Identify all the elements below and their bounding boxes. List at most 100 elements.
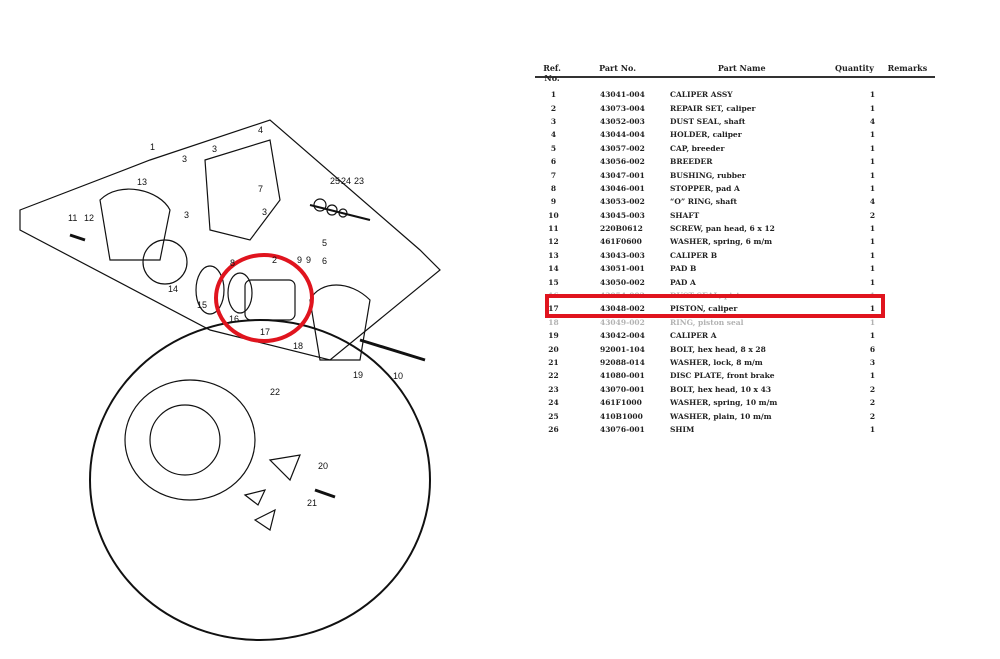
quantity: 4 xyxy=(869,197,876,207)
part-name: CALIPER B xyxy=(670,250,718,260)
callout: 13 xyxy=(137,177,147,187)
part-name: DISC PLATE, front brake xyxy=(670,371,775,381)
quantity: 2 xyxy=(869,411,876,421)
part-name: SCREW, pan head, 6 x 12 xyxy=(670,224,775,234)
ref-no: 8 xyxy=(550,183,557,193)
ref-no: 18 xyxy=(548,317,559,327)
quantity: 4 xyxy=(869,116,876,126)
ref-no: 13 xyxy=(548,250,559,260)
part-name: DUST SEAL, shaft xyxy=(670,116,746,126)
quantity: 1 xyxy=(869,130,876,140)
callout: 4 xyxy=(258,125,263,135)
caliper-b xyxy=(99,188,171,261)
ref-no: 4 xyxy=(550,130,557,140)
header-part-name: Part Name xyxy=(717,63,766,73)
ref-no: 21 xyxy=(548,358,559,367)
shaft xyxy=(359,338,426,362)
ref-no: 14 xyxy=(548,264,559,274)
table-row: 22 41080-001 DISC PLATE, front brake 1 xyxy=(535,369,935,382)
part-no: 461F0600 xyxy=(600,237,642,247)
header-ref-no: Ref. No. xyxy=(543,63,561,83)
part-no: 43044-004 xyxy=(600,130,645,140)
quantity: 1 xyxy=(869,224,876,234)
callout: 3 xyxy=(184,210,189,220)
callout: 16 xyxy=(229,314,239,324)
table-header: Ref. No. Part No. Part Name Quantity Rem… xyxy=(535,63,935,83)
part-no: 43076-001 xyxy=(600,424,645,434)
ref-no: 23 xyxy=(548,384,559,394)
ref-no: 5 xyxy=(550,143,557,153)
ref-no: 26 xyxy=(548,424,559,434)
callout: 7 xyxy=(258,184,263,194)
quantity: 6 xyxy=(869,344,876,354)
part-name: BUSHING, rubber xyxy=(670,170,746,180)
part-name: CALIPER A xyxy=(670,331,717,341)
part-name: RING, piston seal xyxy=(670,317,744,327)
quantity: 1 xyxy=(869,250,876,260)
part-name: SHIM xyxy=(670,424,695,434)
quantity: 1 xyxy=(869,143,876,153)
callout: 9 xyxy=(297,255,302,265)
piston-highlight-circle xyxy=(214,253,314,343)
dust-seal xyxy=(227,272,253,314)
part-no: 220B0612 xyxy=(600,224,643,234)
quantity: 2 xyxy=(869,398,876,408)
ref-no: 6 xyxy=(550,157,557,167)
part-no: 92001-104 xyxy=(600,344,645,354)
callout: 11 xyxy=(68,213,77,223)
part-no: 43042-004 xyxy=(600,331,645,341)
callout: 18 xyxy=(293,341,303,351)
part-no: 43056-002 xyxy=(600,157,645,167)
callout: 14 xyxy=(168,284,178,294)
callout: 3 xyxy=(212,144,217,154)
callout: 22 xyxy=(270,387,280,397)
callout: 3 xyxy=(182,154,187,164)
header-quantity: Quantity xyxy=(835,63,874,73)
header-remarks: Remarks xyxy=(887,63,928,73)
part-no: 43070-001 xyxy=(600,384,645,394)
part-no: 43045-003 xyxy=(600,210,645,220)
part-no: 43073-004 xyxy=(600,103,645,113)
quantity: 1 xyxy=(869,371,876,381)
part-name: PAD B xyxy=(670,264,697,274)
callout: 5 xyxy=(322,238,327,248)
ref-no: 1 xyxy=(550,90,557,100)
piston xyxy=(244,279,296,321)
part-name: WASHER, spring, 6 m/m xyxy=(670,237,773,247)
callout: 17 xyxy=(260,327,270,337)
callout: 23 xyxy=(354,176,364,186)
header-part-no: Part No. xyxy=(599,63,637,73)
part-name: “O” RING, shaft xyxy=(670,197,737,207)
part-no: 43053-002 xyxy=(600,197,645,207)
quantity: 1 xyxy=(869,170,876,180)
holder xyxy=(204,139,281,241)
callout: 12 xyxy=(84,213,94,223)
part-name: PISTON, caliper xyxy=(670,304,738,314)
part-no: 43049-002 xyxy=(600,317,645,327)
ref-no: 12 xyxy=(548,237,559,247)
part-no: 43050-002 xyxy=(600,277,645,287)
callout: 3 xyxy=(262,207,267,217)
quantity: 3 xyxy=(869,358,876,367)
part-no: 43047-001 xyxy=(600,170,645,180)
pad-b xyxy=(142,239,188,285)
part-no: 41080-001 xyxy=(600,371,645,381)
ref-no: 22 xyxy=(548,371,559,381)
part-name: PAD A xyxy=(670,277,696,287)
